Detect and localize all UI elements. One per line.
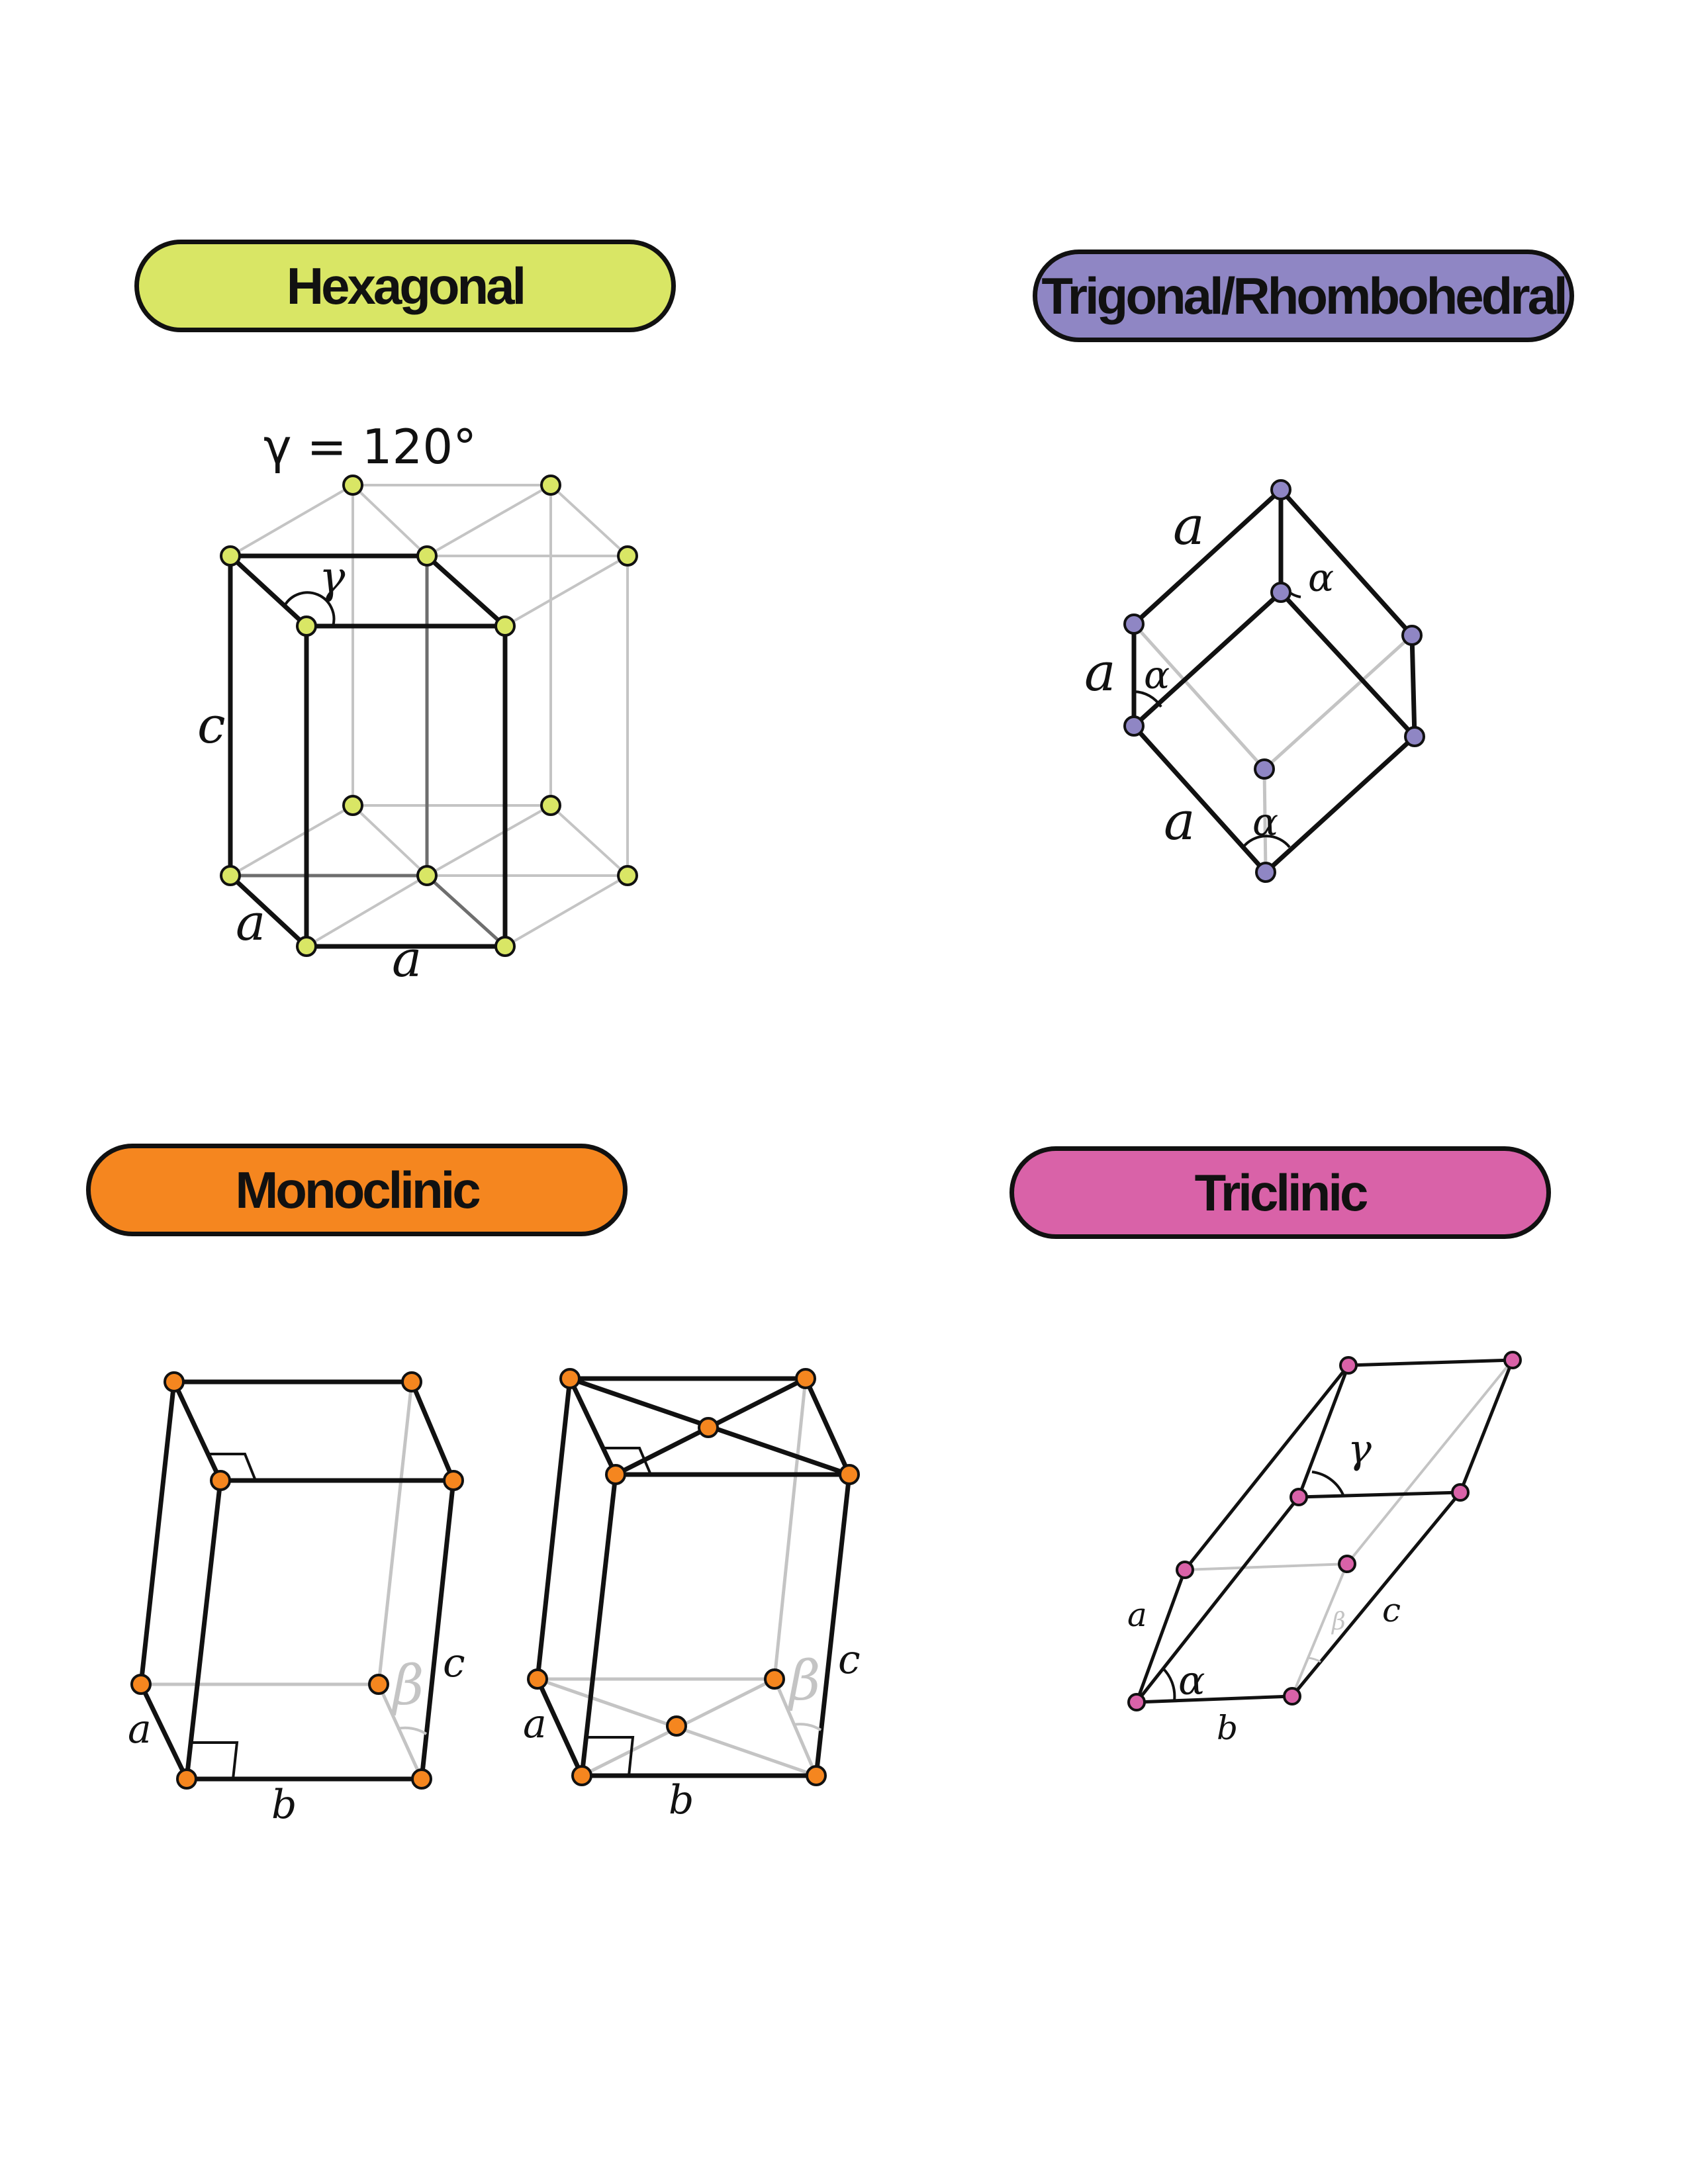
monoclinic-right-b-label: b xyxy=(669,1777,694,1823)
trigonal-title-badge: Trigonal/Rhombohedral xyxy=(1033,250,1574,342)
monoclinic-left-right-angle-marks xyxy=(193,1453,257,1780)
hexagonal-title-badge: Hexagonal xyxy=(134,240,676,332)
hexagonal-title: Hexagonal xyxy=(286,256,526,315)
hexagonal-a-bottom-label: a xyxy=(392,929,422,988)
trigonal-lattice-points xyxy=(1123,479,1425,883)
monoclinic-left-lattice-points xyxy=(130,1371,464,1790)
hexagonal-hidden-edges xyxy=(229,484,629,948)
triclinic-lattice-points xyxy=(1127,1351,1522,1711)
triclinic-gamma-label: γ xyxy=(1348,1426,1372,1473)
triclinic-title: Triclinic xyxy=(1194,1163,1369,1222)
hexagonal-gamma-arc xyxy=(283,591,336,627)
trigonal-alpha-left-label: α xyxy=(1144,653,1170,698)
triclinic-c-label: c xyxy=(1382,1591,1401,1629)
trigonal-title: Trigonal/Rhombohedral xyxy=(1041,266,1568,325)
monoclinic-right-right-angle-marks xyxy=(588,1447,652,1776)
triclinic-b-label: b xyxy=(1217,1709,1238,1747)
monoclinic-left-c-label: c xyxy=(443,1640,465,1686)
monoclinic-left-hidden-edges xyxy=(141,1381,424,1780)
hexagonal-gamma-label: γ xyxy=(319,552,346,603)
monoclinic-right-a-label: a xyxy=(523,1701,547,1747)
monoclinic-left-b-label: b xyxy=(271,1782,297,1828)
trigonal-alpha-bottom-label: α xyxy=(1252,799,1278,844)
triclinic-angle-arcs xyxy=(1162,1471,1345,1702)
trigonal-a-left-label: a xyxy=(1084,641,1116,703)
hexagonal-inner-edges xyxy=(230,556,506,948)
hexagonal-lattice-points xyxy=(220,475,638,957)
hexagonal-angle-label: γ = 120° xyxy=(263,419,477,475)
trigonal-a-bottom-label: a xyxy=(1164,790,1196,852)
trigonal-visible-edges xyxy=(1131,488,1417,874)
monoclinic-right-beta-arc xyxy=(792,1723,822,1731)
triclinic-hidden-edges xyxy=(1184,1359,1514,1697)
hexagonal-visible-edges xyxy=(228,553,508,949)
trigonal-a-top-label: a xyxy=(1173,495,1205,557)
hexagonal-c-label: c xyxy=(197,696,226,754)
triclinic-title-badge: Triclinic xyxy=(1009,1146,1551,1239)
monoclinic-right-c-label: c xyxy=(838,1637,861,1683)
monoclinic-left-beta-arc xyxy=(397,1726,428,1735)
triclinic-visible-edges xyxy=(1135,1358,1515,1704)
monoclinic-left-beta-label: β xyxy=(391,1655,424,1717)
trigonal-hidden-edges xyxy=(1133,623,1413,873)
trigonal-alpha-top-label: α xyxy=(1308,555,1334,600)
monoclinic-title: Monoclinic xyxy=(235,1160,481,1219)
monoclinic-right-beta-label: β xyxy=(787,1650,820,1713)
monoclinic-left-a-label: a xyxy=(128,1706,152,1752)
monoclinic-right-lattice-points xyxy=(527,1368,860,1786)
triclinic-alpha-label: α xyxy=(1178,1658,1205,1704)
triclinic-beta-label: β xyxy=(1331,1608,1346,1635)
monoclinic-title-badge: Monoclinic xyxy=(86,1144,628,1236)
triclinic-a-label: a xyxy=(1127,1596,1147,1634)
monoclinic-left-visible-edges xyxy=(138,1379,456,1782)
hexagonal-a-side-label: a xyxy=(236,893,265,952)
